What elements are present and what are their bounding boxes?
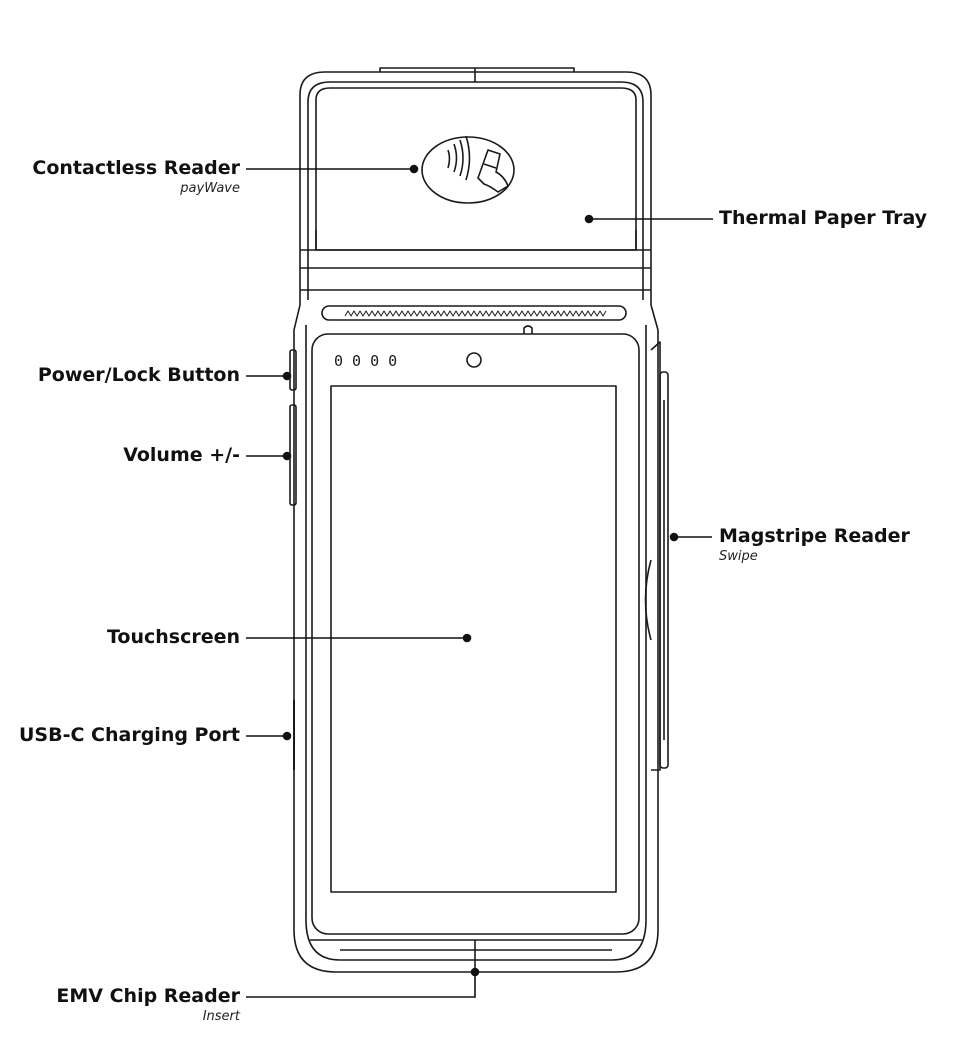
emv-chip-reader-label: EMV Chip Reader (56, 985, 240, 1007)
touchscreen-dot (462, 633, 472, 643)
usbc-dot (282, 731, 292, 741)
touchscreen-label: Touchscreen (106, 626, 240, 648)
paper-tear-teeth (344, 310, 607, 317)
power-lock-button-label: Power/Lock Button (37, 364, 240, 386)
indicator-dots: 0 0 0 0 (334, 352, 397, 370)
printer-housing (299, 71, 652, 305)
thermal-paper-tray-label: Thermal Paper Tray (719, 207, 928, 229)
magstripe-reader-sub: Swipe (719, 549, 758, 564)
volume-label: Volume +/- (123, 444, 240, 466)
usb-c-charging-port-label: USB-C Charging Port (19, 724, 240, 746)
card-hand-glyph (477, 149, 509, 193)
volume-dot (282, 451, 292, 461)
emv-dot (470, 967, 480, 977)
power-button (289, 349, 297, 391)
thermal-paper-cover (315, 87, 637, 251)
emv-chip-reader-sub: Insert (202, 1009, 240, 1024)
display-area (330, 385, 617, 893)
thermal-dot (584, 214, 594, 224)
screen-bezel (311, 333, 640, 935)
paper-slot (321, 305, 627, 321)
printer-top-edge (379, 67, 575, 72)
device-body-inner (305, 325, 647, 961)
contactless-reader-sub: payWave (180, 181, 240, 196)
front-camera (466, 352, 482, 368)
magstripe-reader-label: Magstripe Reader (719, 525, 910, 547)
magstripe-dot (669, 532, 679, 542)
power-dot (282, 371, 292, 381)
contactless-reader-label: Contactless Reader (32, 157, 240, 179)
contactless-dot (409, 164, 419, 174)
contactless-emblem (421, 136, 515, 204)
magstripe-slot (659, 371, 669, 769)
